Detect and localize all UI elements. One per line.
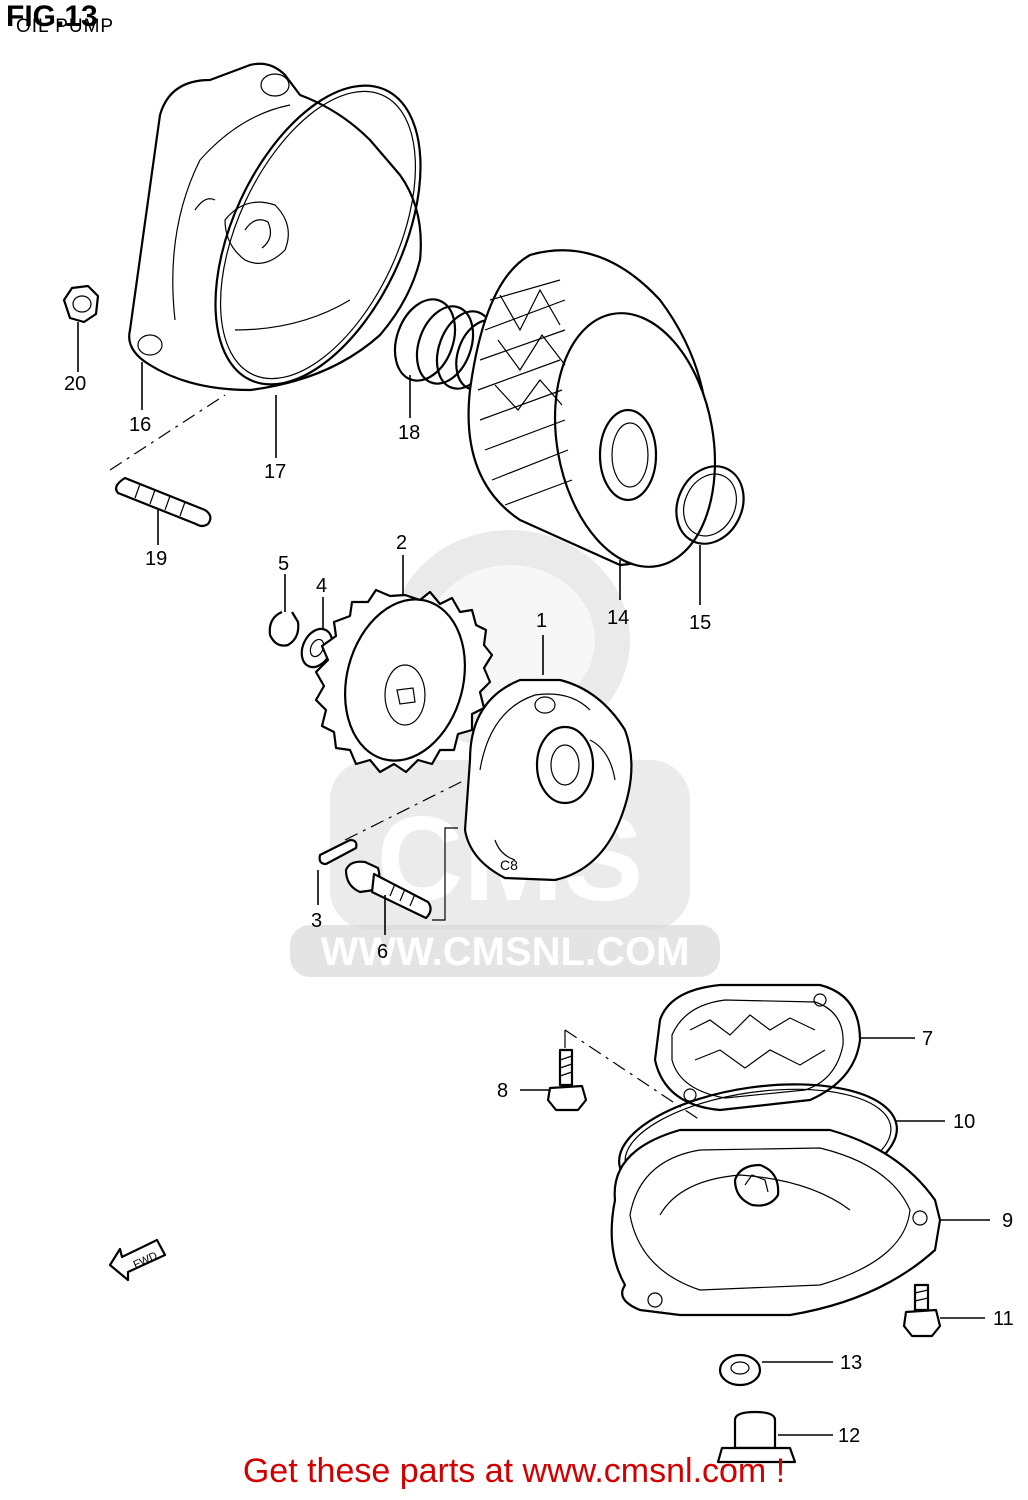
part-14-oil-filter xyxy=(467,249,717,568)
callout-10: 10 xyxy=(953,1111,975,1133)
callout-17: 17 xyxy=(264,461,286,483)
part-15-washer xyxy=(675,465,745,545)
part-11-bolt xyxy=(902,1283,942,1338)
part-3-pin xyxy=(318,838,358,866)
callout-13: 13 xyxy=(840,1352,862,1374)
part-12-plug xyxy=(716,1410,797,1464)
callout-18: 18 xyxy=(398,422,420,444)
leader-lines xyxy=(77,322,990,1436)
part-19-stud xyxy=(115,476,212,528)
part-9-cover xyxy=(610,1128,942,1317)
callout-8: 8 xyxy=(497,1080,508,1102)
figure-title: FIG.13 xyxy=(6,0,98,33)
callout-15: 15 xyxy=(689,612,711,634)
part-8-bolt xyxy=(546,1048,588,1112)
callout-1: 1 xyxy=(536,610,547,632)
callout-2: 2 xyxy=(396,532,407,554)
part-17-o-ring xyxy=(214,84,422,386)
callout-19: 19 xyxy=(145,548,167,570)
figure-subtitle: OIL PUMP xyxy=(16,16,115,37)
callout-12: 12 xyxy=(838,1425,860,1447)
part-5-circlip xyxy=(268,610,300,647)
callout-20: 20 xyxy=(64,373,86,395)
callout-4: 4 xyxy=(316,575,327,597)
part-20-nut xyxy=(62,284,100,324)
callout-labels: 1 2 3 4 5 6 7 8 9 10 11 12 13 14 15 16 1… xyxy=(64,373,1014,1447)
part-1-pump-body: C8 xyxy=(463,678,633,882)
callout-9: 9 xyxy=(1002,1210,1013,1232)
callout-14: 14 xyxy=(607,607,629,629)
part-6-bolt xyxy=(344,860,432,920)
part-16-housing-cover xyxy=(128,62,422,392)
callout-11: 11 xyxy=(993,1308,1014,1330)
callout-5: 5 xyxy=(278,553,289,575)
callout-6: 6 xyxy=(377,941,388,963)
alignment-lines xyxy=(109,394,701,1121)
svg-text:C8: C8 xyxy=(500,857,518,873)
callout-16: 16 xyxy=(129,414,151,436)
footer-link[interactable]: Get these parts at www.cmsnl.com ! xyxy=(242,1452,786,1490)
part-7-gasket xyxy=(653,983,862,1112)
fwd-direction-arrow: FWD xyxy=(108,1238,167,1282)
part-13-washer xyxy=(718,1353,762,1387)
watermark-url: WWW.CMSNL.COM xyxy=(321,930,690,974)
part-2-gear xyxy=(314,588,494,774)
callout-7: 7 xyxy=(922,1028,933,1050)
callout-3: 3 xyxy=(311,910,322,932)
